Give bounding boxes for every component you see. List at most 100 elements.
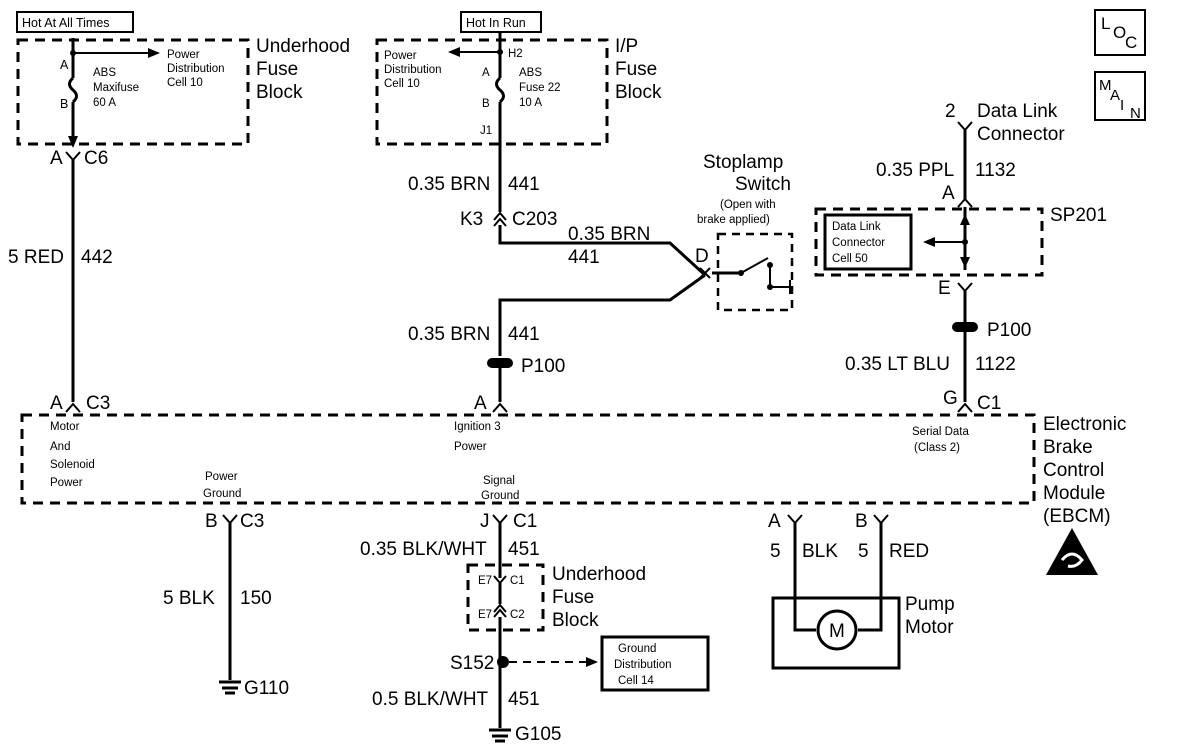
svg-text:Block: Block: [552, 610, 599, 631]
svg-text:Switch: Switch: [735, 174, 791, 195]
underhood-fuse-block-top: [16, 38, 250, 146]
svg-text:G: G: [943, 388, 958, 409]
svg-text:Connector: Connector: [832, 237, 885, 249]
svg-text:C1: C1: [977, 393, 1001, 414]
svg-text:BLK: BLK: [802, 541, 838, 562]
svg-text:Power: Power: [454, 441, 487, 453]
svg-text:Pump: Pump: [905, 594, 955, 615]
loc-button[interactable]: L O C: [1094, 9, 1146, 56]
svg-text:SP201: SP201: [1050, 205, 1107, 226]
svg-text:D: D: [695, 246, 709, 267]
svg-text:K3: K3: [460, 209, 483, 230]
svg-text:A: A: [60, 58, 69, 72]
svg-text:Ignition 3: Ignition 3: [454, 421, 501, 433]
svg-text:N: N: [1130, 105, 1141, 122]
svg-text:ABS: ABS: [519, 67, 542, 79]
svg-text:Block: Block: [615, 82, 662, 103]
svg-text:M: M: [829, 621, 845, 642]
svg-text:1132: 1132: [975, 160, 1016, 181]
svg-text:O: O: [1113, 23, 1126, 42]
svg-text:Distribution: Distribution: [167, 63, 225, 75]
svg-text:C203: C203: [512, 209, 557, 230]
svg-text:C3: C3: [240, 511, 264, 532]
ground-g105-icon: [489, 728, 511, 743]
svg-text:(EBCM): (EBCM): [1043, 506, 1111, 527]
svg-text:M: M: [1099, 77, 1112, 94]
motor-icon: [816, 609, 858, 651]
svg-text:5 RED: 5 RED: [8, 247, 64, 268]
svg-text:G105: G105: [515, 724, 561, 745]
svg-text:Cell 50: Cell 50: [832, 253, 868, 265]
main-button[interactable]: M A I N: [1094, 71, 1146, 122]
svg-text:Module: Module: [1043, 483, 1105, 504]
svg-text:C2: C2: [510, 609, 525, 621]
svg-text:C3: C3: [86, 393, 110, 414]
svg-text:C6: C6: [84, 148, 108, 169]
svg-text:441: 441: [568, 247, 600, 268]
svg-text:Cell 10: Cell 10: [384, 78, 420, 90]
svg-text:Underhood: Underhood: [256, 36, 350, 57]
svg-text:0.35 BRN: 0.35 BRN: [568, 224, 650, 245]
svg-text:Cell 10: Cell 10: [167, 77, 203, 89]
svg-text:60 A: 60 A: [93, 97, 116, 109]
svg-text:B: B: [482, 98, 490, 110]
ebcm-box: [20, 413, 1036, 505]
svg-text:C: C: [1125, 33, 1137, 52]
svg-text:451: 451: [508, 539, 540, 560]
svg-text:J: J: [480, 511, 490, 532]
svg-text:P100: P100: [521, 356, 565, 377]
svg-text:Power: Power: [205, 471, 238, 483]
hot-at-all-times-box: [16, 11, 134, 33]
svg-text:P100: P100: [987, 320, 1031, 341]
svg-text:B: B: [60, 97, 68, 111]
svg-text:Ground: Ground: [481, 490, 519, 502]
svg-text:441: 441: [508, 324, 540, 345]
stoplamp-switch-box: [716, 232, 794, 312]
svg-text:A: A: [482, 67, 490, 79]
svg-text:Power: Power: [384, 50, 417, 62]
svg-text:Fuse 22: Fuse 22: [519, 82, 561, 94]
svg-text:5: 5: [770, 541, 781, 562]
svg-text:E7: E7: [478, 609, 492, 621]
svg-text:Data Link: Data Link: [832, 221, 881, 233]
svg-text:Motor: Motor: [905, 617, 954, 638]
svg-text:0.35 BRN: 0.35 BRN: [408, 174, 490, 195]
svg-text:Cell 14: Cell 14: [618, 675, 654, 687]
svg-text:Ground: Ground: [203, 488, 241, 500]
svg-text:A: A: [942, 183, 955, 204]
hot-in-run-label: Hot In Run: [466, 16, 526, 30]
hot-at-all-times-label: Hot At All Times: [22, 16, 110, 30]
svg-text:J1: J1: [480, 125, 492, 137]
svg-text:5 BLK: 5 BLK: [163, 588, 215, 609]
svg-text:I/P: I/P: [615, 36, 638, 57]
svg-text:E: E: [938, 278, 951, 299]
svg-text:Underhood: Underhood: [552, 564, 646, 585]
svg-text:451: 451: [508, 689, 540, 710]
svg-text:150: 150: [240, 588, 272, 609]
svg-text:0.35 LT BLU: 0.35 LT BLU: [845, 354, 950, 375]
svg-text:1122: 1122: [975, 354, 1016, 375]
svg-text:A: A: [768, 511, 781, 532]
svg-text:ABS: ABS: [93, 67, 116, 79]
svg-text:0.35 BRN: 0.35 BRN: [408, 324, 490, 345]
svg-text:Electronic: Electronic: [1043, 414, 1126, 435]
svg-text:Signal: Signal: [483, 475, 515, 487]
svg-text:10 A: 10 A: [519, 97, 542, 109]
svg-text:Distribution: Distribution: [384, 64, 442, 76]
svg-text:G110: G110: [244, 678, 289, 699]
svg-text:442: 442: [81, 247, 113, 268]
ip-fuse-block: [375, 38, 609, 146]
svg-text:2: 2: [945, 101, 956, 122]
svg-text:A: A: [50, 148, 63, 169]
svg-text:Power: Power: [50, 477, 83, 489]
svg-text:A: A: [50, 393, 63, 414]
esd-warning-icon: [1046, 528, 1098, 575]
svg-text:E7: E7: [478, 575, 492, 587]
svg-text:Data Link: Data Link: [977, 101, 1058, 122]
svg-text:Stoplamp: Stoplamp: [703, 152, 783, 173]
svg-text:Fuse: Fuse: [615, 59, 657, 80]
ground-g110-icon: [219, 680, 241, 695]
svg-text:441: 441: [508, 174, 540, 195]
svg-text:(Open with: (Open with: [720, 199, 776, 211]
